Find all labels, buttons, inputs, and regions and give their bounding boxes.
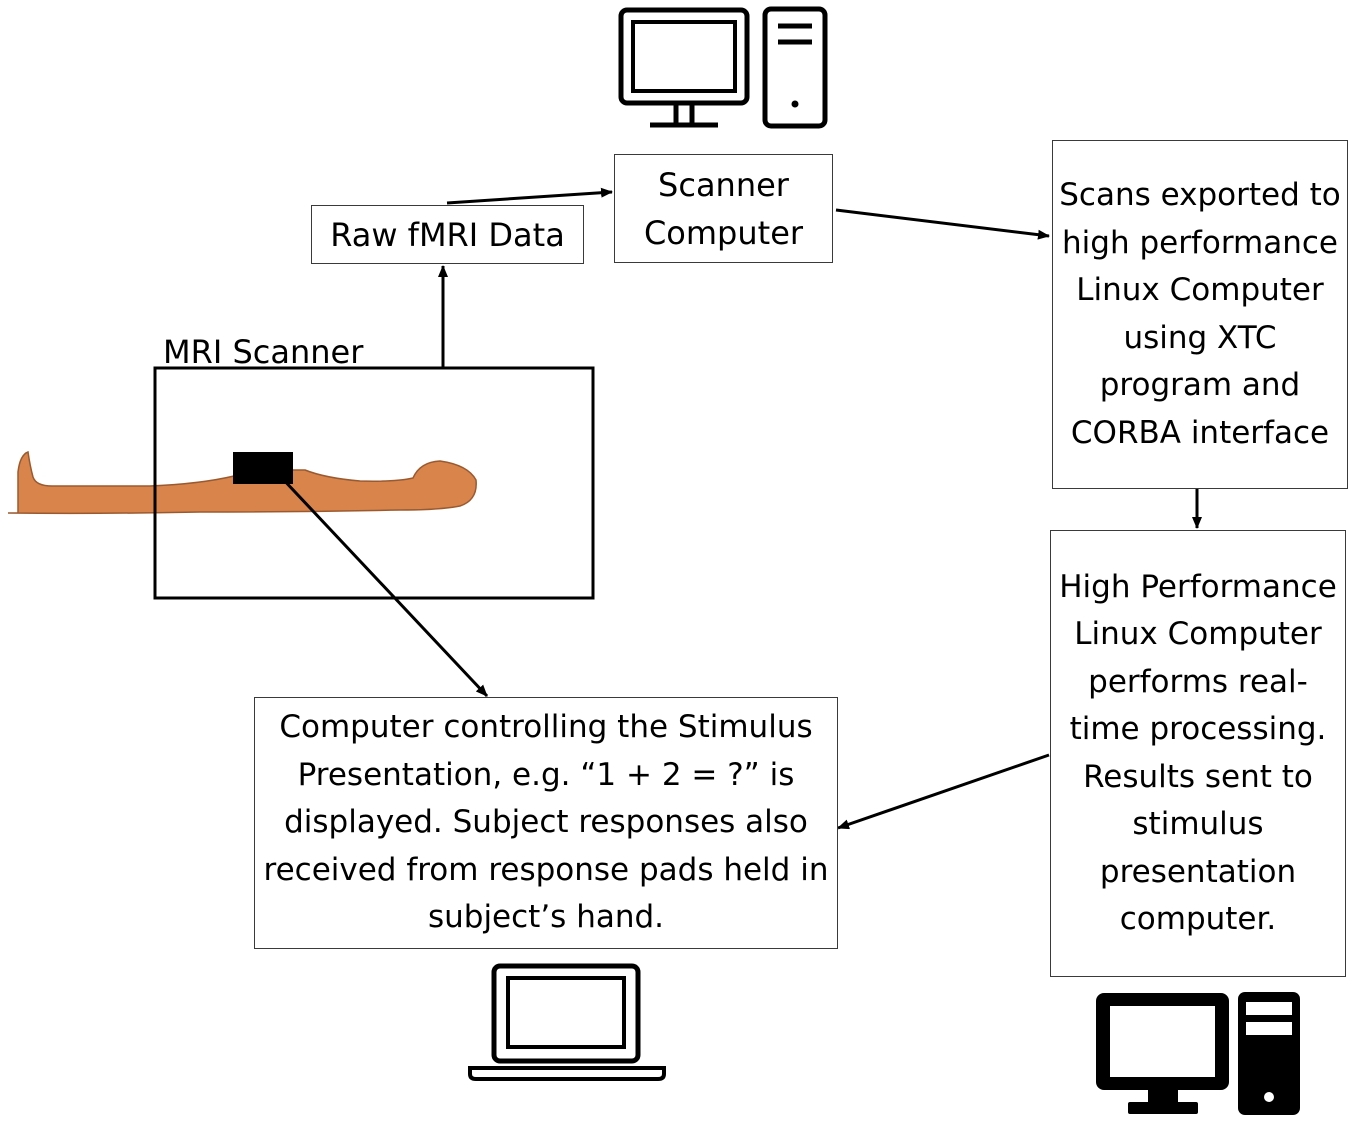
export-box: Scans exported to high performance Linux…	[1052, 140, 1348, 489]
raw-fmri-data-box: Raw fMRI Data	[311, 205, 584, 264]
mri-scanner-box	[153, 366, 595, 600]
arrow-scanner-computer-to-export	[835, 208, 1050, 240]
arrow-pad-to-stimulus	[278, 474, 489, 698]
arrow-hpc-to-stimulus	[837, 753, 1050, 830]
desktop-computer-solid-icon	[1096, 992, 1300, 1115]
scanner-computer-box: Scanner Computer	[614, 154, 833, 263]
arrow-raw-data-to-scanner-computer	[446, 187, 613, 205]
export-text: Scans exported to high performance Linux…	[1059, 177, 1341, 451]
hpc-box: High Performance Linux Computer performs…	[1050, 530, 1346, 977]
mri-scanner-label: MRI Scanner	[163, 333, 364, 371]
hpc-text: High Performance Linux Computer performs…	[1059, 568, 1337, 938]
laptop-icon	[468, 963, 666, 1081]
scanner-computer-label: Scanner Computer	[643, 165, 804, 252]
stimulus-box: Computer controlling the Stimulus Presen…	[254, 697, 838, 949]
desktop-computer-outline-icon	[618, 6, 828, 129]
stimulus-text: Computer controlling the Stimulus Presen…	[263, 709, 829, 936]
raw-fmri-data-label: Raw fMRI Data	[330, 215, 565, 254]
